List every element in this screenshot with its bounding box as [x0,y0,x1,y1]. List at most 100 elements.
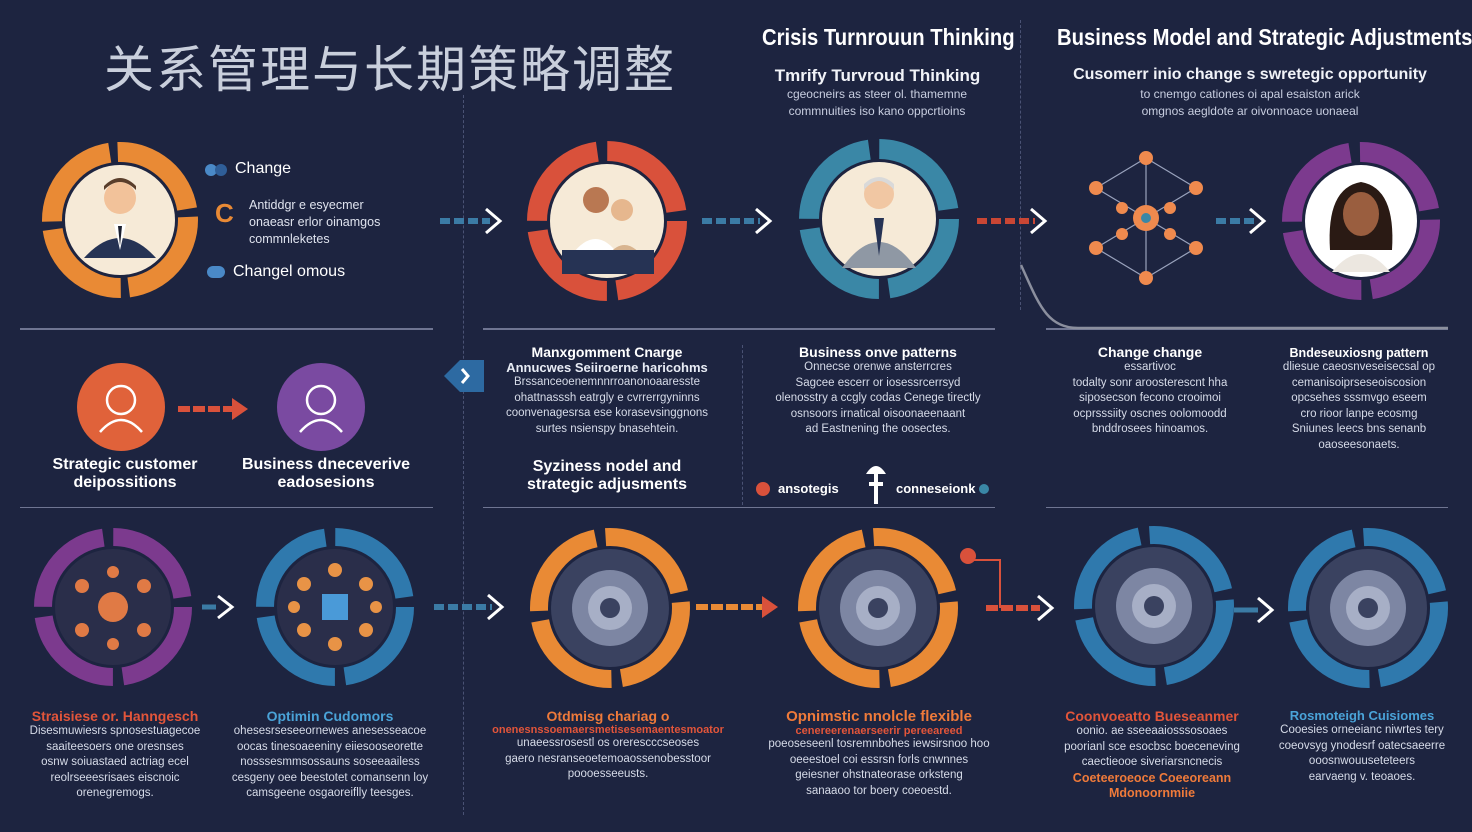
pattern-line-5: Sniunes leecs bns senanb [1291,423,1427,435]
caption-1-line-1: Disesmuwiesrs spnosestuagecoe [29,725,201,737]
change-change-block: Change change essartivoc todalty sonr ar… [1052,344,1248,438]
ring-woman-purple [1280,140,1442,302]
caption-6-line-2: coeovsyg ynodesrf oatecsaeerre [1278,739,1446,752]
connection-tag: conneseionk [896,481,990,496]
mgmt-line-4: surtes nsienspy bnasehtein. [535,422,679,435]
crisis-title: Crisis Turnrouun Thinking [762,24,1015,50]
business-discovery-icon [276,362,366,457]
business-subtitle: Cusomerr inio change s swretegic opportu… [1073,66,1427,83]
caption-5: Coonvoeatto Bueseanmer oonio. ae sseeaai… [1048,708,1256,801]
pattern-line-6: oaoseesonaets. [1318,438,1400,451]
arrow-right-icon [1216,207,1267,235]
caption-2: Optimin Cudomors ohesesrseseeornewes ane… [224,708,436,802]
caption-6-line-4: earvaeng v. teoaoes. [1308,770,1416,783]
caption-2-line-1: ohesesrseseeornewes anesesseacoe [233,725,427,737]
ring-team-red [524,138,690,304]
caption-1-line-3: osnw soiuastaed actriag ecel [41,756,189,768]
caption-2-line-4: cesgeny oee beestotet comansenn loy [231,771,429,784]
caption-3-line-2: gaero nesranseoetemoaossenobesstoor [505,752,711,765]
patterns-line-2: Sagcee escerr or iosessrcerrsyd [795,376,961,389]
mgmt-title: Manxgomment Cnarge [531,344,683,360]
ring-gear-blue-2 [1286,526,1450,690]
ring-crisis-teal [796,136,962,302]
business-discovery-label: Business dneceverive eadosesions [241,456,411,491]
caption-3-line-1: unaeessrosestl os orerescccseoses [516,737,700,749]
caption-5-extra: Coeteeroeoce Coeeoreann Mdonoornmiie [1072,770,1232,800]
pattern-block: Bndeseuxiosng pattern dliesue caeosnvese… [1262,346,1456,453]
patterns-line-1: Onnecse orenwe ansterrcres [804,361,952,373]
dot-icon [756,481,770,496]
curve-connector [1019,264,1448,330]
arrow-right-icon [434,593,505,621]
divider-row-1b [483,328,995,330]
strategy-tag-label: ansotegis [778,481,839,496]
crisis-line-1: cgeocneirs as steer ol. thamemne [786,87,968,101]
cloud-icon [207,266,225,278]
patterns-line-3: olenosstry a ccgly codas Cenege tirectly [775,392,981,404]
caption-6-line-3: ooosnwouuseteteers [1308,755,1416,767]
crisis-line-2: commnuities iso kano oppcrtioins [788,104,966,118]
arrow-right-icon [202,594,235,620]
caption-1: Straisiese or. Hanngesch Disesmuwiesrs s… [20,708,210,802]
strategic-customer-label: Strategic customer deipossitions [52,456,198,491]
divider-vertical-2 [1020,20,1022,310]
legend-item-change: Change [205,160,291,178]
arrow-right-icon [178,398,248,420]
page-title: 关系管理与长期策略调整 [104,41,676,99]
pin-icon [866,466,886,504]
divider-row-2a [20,507,433,508]
arrow-right-icon [440,207,503,235]
patterns-line-4: osnsoors irnatical oisoonaeenaant [790,407,966,420]
bubbles-icon [205,162,229,176]
caption-3-subtitle: onenesnssoemaersmetisesemaentesmoator [492,724,724,736]
caption-6: Rosmoteigh Cuisiomes Cooesies orneeianc … [1264,708,1460,785]
mgmt-line-3: coonvenagesrsa ese korasevsinggnons [505,407,709,419]
business-title: Business Model and Strategic Adjustments [1057,24,1472,50]
caption-3: Otdmisg chariag o onenesnssoemaersmetise… [488,708,728,783]
divider-vertical-3 [742,345,744,505]
arrow-right-icon [960,548,1055,622]
caption-2-title: Optimin Cudomors [266,708,394,724]
ring-strategy-purple [32,526,194,688]
caption-1-title: Straisiese or. Hanngesch [31,708,199,724]
arrow-right-icon [1234,596,1275,624]
legend-description: Antiddgr e esyecmer onaeasr erlor oinamg… [249,197,380,248]
caption-1-line-5: orenegremogs. [76,787,154,799]
ring-gear-orange-2 [796,526,960,690]
caption-4: Opnimstic nnolcle flexible cenereerenaer… [756,708,1002,799]
change-title: Change change [1097,344,1203,360]
caption-4-line-4: sanaaoo tor boery coeoestd. [806,784,952,797]
change-line-1: todalty sonr aroosterescnt hha [1072,376,1228,389]
caption-4-title: Opnimstic nnolcle flexible [786,708,972,725]
patterns-title: Business onve patterns [799,344,957,360]
caption-5-line-2: poorianl sce esocbsc boeceneving [1064,740,1240,753]
arrow-right-icon [977,207,1048,235]
pattern-line-2: cemanisoiprseseoiscosion [1291,376,1427,389]
connection-tag-label: conneseionk [896,481,976,496]
legend-c-letter: C [215,198,234,228]
mgmt-line-2: ohattnasssh eatrgly e cvrrerrgyninns [514,391,700,404]
caption-4-subtitle: cenereerenaerseerir pereeareed [795,725,963,737]
strategic-customer-icon [76,362,166,457]
legend-desc-line-3: commnleketes [249,232,330,246]
caption-4-line-3: geiesner ohstnateorase orksteng [795,769,963,781]
arrow-right-icon [702,207,773,235]
dot-icon [979,483,990,494]
divider-row-1a [20,328,433,330]
strategy-tag: ansotegis [756,481,839,496]
network-nodes-icon [1089,151,1203,285]
ring-gear-blue-1 [1072,524,1236,688]
synergy-title: Syziness nodel and strategic adjusments [526,458,688,493]
caption-1-line-4: reolrseeesrisaes eiscnoic [50,771,180,784]
divider-row-2b [483,507,995,508]
expand-icon[interactable] [444,360,484,397]
legend-change-label: Change [235,160,292,177]
change-line-4: bnddrosees hinoamos. [1091,423,1209,435]
change-line-2: siposecson fecono crooimoi [1079,392,1221,404]
ring-optimize-blue [254,526,416,688]
caption-4-line-2: oeeestoel coi essrsn forls cnwnnes [789,753,969,766]
business-line-2: omgnos aegldote ar oivonnoace uonaeal [1141,104,1359,118]
caption-6-title: Rosmoteigh Cuisiomes [1289,708,1435,723]
caption-5-line-3: caectieooe siveriarsncnecis [1081,756,1223,768]
business-line-1: to cnemgo cationes oi apal esaiston aric… [1140,87,1360,101]
